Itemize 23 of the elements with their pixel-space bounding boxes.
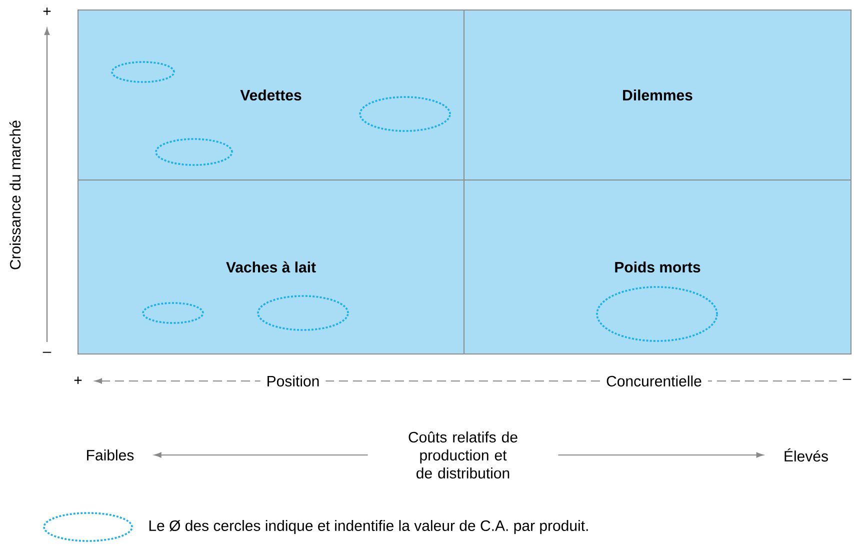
dotted-ellipse — [359, 96, 451, 132]
quadrant-box: Vaches à lait — [78, 180, 464, 354]
quadrant-box: Poids morts — [464, 180, 852, 354]
sign-label: – — [36, 350, 58, 358]
dotted-ellipse — [155, 138, 233, 166]
legend-entry: Le Ø des cercles indique et indentifie la valeur de C.A. par produit. — [43, 512, 588, 542]
sign-label: + — [36, 6, 58, 18]
quadrant-box: Vedettes — [78, 10, 464, 180]
axis-label: Élevés — [784, 448, 828, 462]
sign-label: + — [68, 376, 88, 386]
quadrant-box: Dilemmes — [464, 10, 852, 180]
axis-title: Concurentielle — [600, 374, 708, 388]
arrow — [154, 452, 368, 458]
axis-title: Position — [260, 374, 326, 388]
axis-title: Croissance du marché — [8, 114, 22, 276]
arrow — [558, 452, 764, 458]
axis-label: Coûts relatifs de production et de distribution — [408, 431, 518, 479]
dotted-ellipse — [111, 61, 175, 83]
dotted-ellipse — [142, 302, 204, 324]
dotted-ellipse — [596, 286, 718, 342]
dotted-ellipse — [257, 295, 349, 331]
sign-label: – — [836, 378, 854, 384]
axis-label: Faibles — [87, 449, 134, 460]
